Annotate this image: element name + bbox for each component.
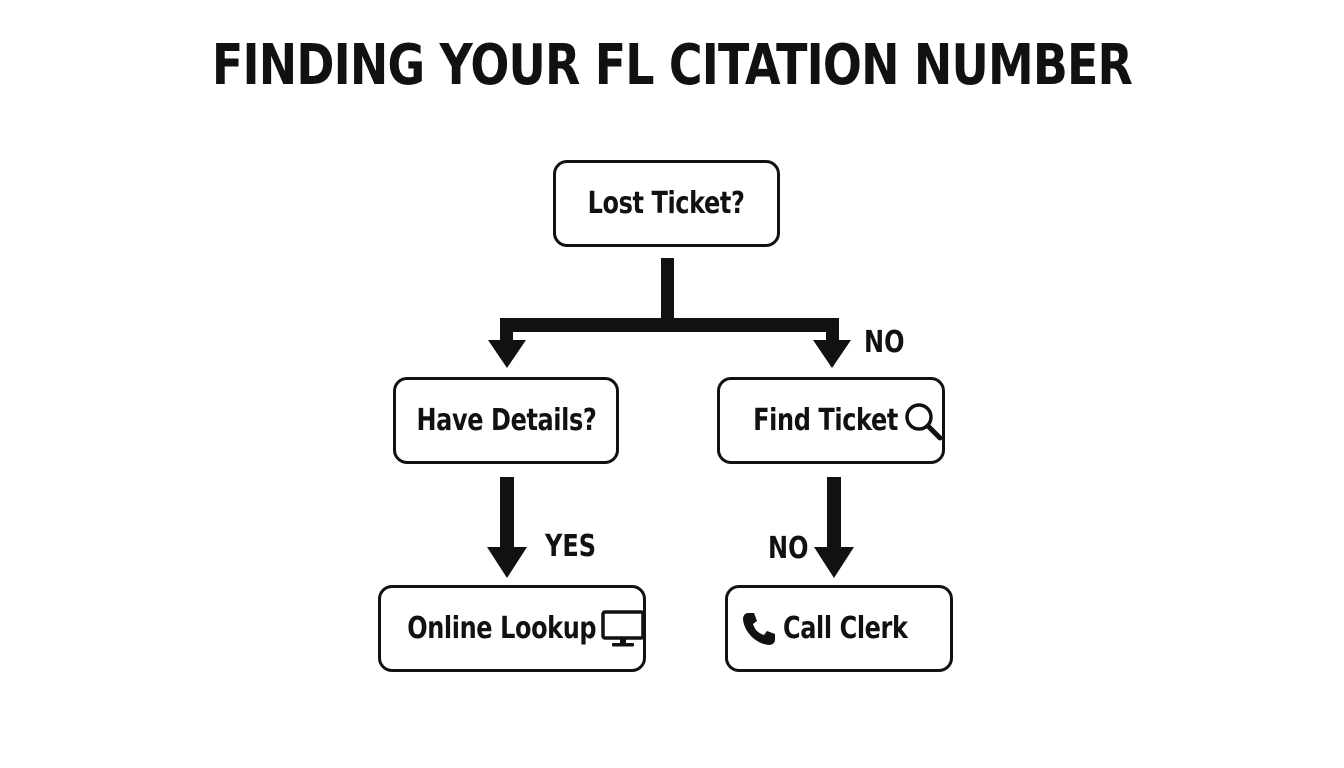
monitor-icon [600, 609, 646, 649]
connector-split-bar [500, 318, 839, 332]
edge-label-no-right-branch: NO [864, 325, 905, 360]
node-call-clerk: Call Clerk [725, 585, 953, 672]
node-find-ticket: Find Ticket [717, 377, 945, 464]
connector-find-to-clerk [827, 477, 841, 549]
node-call-clerk-label: Call Clerk [783, 611, 908, 646]
node-have-details-label: Have Details? [416, 403, 596, 438]
diagram-title: FINDING YOUR FL CITATION NUMBER [211, 33, 1133, 98]
arrowhead-call-clerk [814, 547, 854, 578]
magnifier-icon [901, 399, 945, 443]
connector-right-drop [826, 318, 839, 342]
node-online-lookup-label: Online Lookup [407, 611, 597, 646]
node-find-ticket-label: Find Ticket [752, 403, 898, 438]
node-lost-ticket: Lost Ticket? [553, 160, 780, 247]
edge-label-no-find-ticket: NO [768, 531, 809, 566]
connector-left-drop [500, 318, 513, 342]
phone-icon [739, 609, 779, 649]
node-have-details: Have Details? [393, 377, 619, 464]
arrowhead-online-lookup [487, 547, 527, 578]
node-online-lookup: Online Lookup [378, 585, 646, 672]
arrowhead-have-details [488, 340, 526, 368]
edge-label-yes: YES [545, 529, 597, 564]
node-lost-ticket-label: Lost Ticket? [588, 186, 745, 221]
arrowhead-find-ticket [813, 340, 851, 368]
connector-details-to-lookup [500, 477, 514, 549]
connector-stem [661, 258, 674, 322]
